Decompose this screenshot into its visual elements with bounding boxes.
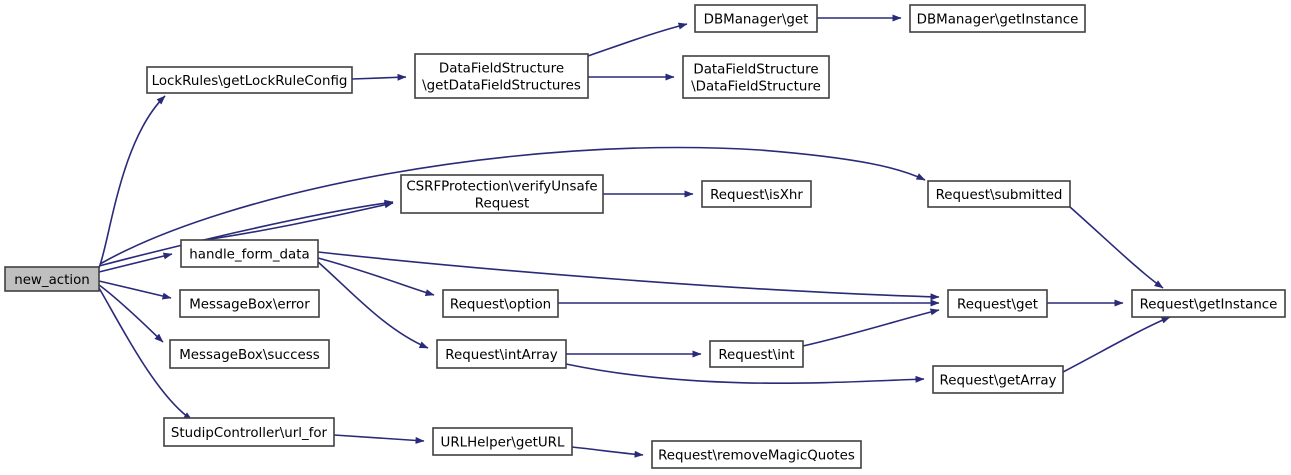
node-msgbox_error[interactable]: MessageBox\error [179, 289, 320, 318]
node-label-req_intarray: Request\intArray [445, 348, 558, 363]
edge-req_intarray-to-req_getarray [565, 363, 925, 385]
node-label-csrf: Request [475, 197, 529, 212]
node-box-dbmanager_inst[interactable] [909, 4, 1086, 33]
node-label-studip_url_for: StudipController\url_for [171, 426, 328, 441]
node-req_getinstance[interactable]: Request\getInstance [1131, 289, 1286, 318]
node-box-studip_url_for[interactable] [163, 417, 335, 447]
node-new_action[interactable]: new_action [4, 266, 100, 292]
edge-req_int-to-req_get [802, 308, 940, 347]
node-box-msgbox_success[interactable] [169, 339, 330, 369]
node-box-req_isxhr[interactable] [701, 180, 812, 208]
node-req_get[interactable]: Request\get [947, 289, 1048, 318]
edge-new_action-to-csrf [98, 199, 394, 267]
node-box-req_getarray[interactable] [932, 365, 1064, 394]
node-box-urlhelper_geturl[interactable] [432, 427, 573, 456]
node-label-csrf: CSRFProtection\verifyUnsafe [406, 180, 597, 195]
node-box-req_submitted[interactable] [927, 180, 1071, 208]
node-dbmanager_get[interactable]: DBManager\get [694, 4, 818, 33]
node-label-req_removemagic: Request\removeMagicQuotes [658, 449, 855, 464]
node-msgbox_success[interactable]: MessageBox\success [169, 339, 330, 369]
node-box-req_getinstance[interactable] [1131, 289, 1286, 318]
node-label-msgbox_error: MessageBox\error [189, 298, 310, 313]
node-urlhelper_geturl[interactable]: URLHelper\getURL [432, 427, 573, 456]
node-box-dfs_get[interactable] [414, 53, 589, 99]
node-box-req_int[interactable] [709, 340, 804, 368]
node-box-handle_form_data[interactable] [180, 239, 319, 268]
node-box-dfs_ctor[interactable] [682, 55, 830, 99]
edge-new_action-to-msgbox_error [98, 280, 172, 300]
edge-new_action-to-studip_url_for [98, 287, 193, 421]
node-req_intarray[interactable]: Request\intArray [436, 339, 567, 369]
node-label-lockrules: LockRules\getLockRuleConfig [152, 74, 348, 89]
node-label-req_isxhr: Request\isXhr [710, 188, 803, 203]
node-dbmanager_inst[interactable]: DBManager\getInstance [909, 4, 1086, 33]
edge-handle_form_data-to-req_intarray [317, 261, 429, 349]
node-box-new_action[interactable] [4, 266, 100, 292]
node-label-dfs_ctor: \DataFieldStructure [691, 80, 821, 95]
edge-req_getarray-to-req_getinstance [1062, 316, 1171, 373]
node-box-msgbox_error[interactable] [179, 289, 320, 318]
node-box-req_removemagic[interactable] [651, 440, 862, 469]
node-dfs_ctor[interactable]: DataFieldStructure \DataFieldStructure [682, 55, 830, 99]
edge-dfs_get-to-dbmanager_get [587, 22, 688, 57]
edge-req_submitted-to-req_getinstance [1069, 206, 1164, 289]
edge-handle_form_data-to-req_option [317, 257, 435, 296]
node-label-new_action: new_action [14, 273, 90, 288]
node-box-csrf[interactable] [400, 174, 604, 214]
nodes-layer: new_action LockRules\getLockRuleConfig Dat… [4, 4, 1286, 469]
edge-new_action-to-msgbox_success [98, 284, 164, 343]
node-label-req_option: Request\option [450, 298, 551, 313]
node-req_getarray[interactable]: Request\getArray [932, 365, 1064, 394]
node-req_option[interactable]: Request\option [442, 289, 559, 318]
node-studip_url_for[interactable]: StudipController\url_for [163, 417, 335, 447]
edge-new_action-to-req_submitted [99, 146, 926, 265]
node-label-req_getinstance: Request\getInstance [1140, 298, 1278, 313]
edge-lockrules-to-dfs_get [351, 73, 407, 81]
node-box-req_intarray[interactable] [436, 339, 567, 369]
node-lockrules[interactable]: LockRules\getLockRuleConfig [146, 66, 353, 94]
node-label-dfs_ctor: DataFieldStructure [693, 63, 818, 78]
node-box-req_option[interactable] [442, 289, 559, 318]
node-label-dfs_get: DataFieldStructure [439, 62, 564, 77]
node-label-req_getarray: Request\getArray [940, 374, 1057, 389]
node-label-msgbox_success: MessageBox\success [179, 348, 319, 363]
node-label-handle_form_data: handle_form_data [189, 248, 309, 263]
node-box-lockrules[interactable] [146, 66, 353, 94]
node-label-urlhelper_geturl: URLHelper\getURL [441, 436, 565, 451]
node-handle_form_data[interactable]: handle_form_data [180, 239, 319, 268]
node-box-dbmanager_get[interactable] [694, 4, 818, 33]
node-label-dbmanager_inst: DBManager\getInstance [917, 13, 1079, 28]
edge-studip_url_for-to-urlhelper_geturl [333, 434, 425, 444]
node-req_submitted[interactable]: Request\submitted [927, 180, 1071, 208]
edge-new_action-to-lockrules [98, 95, 166, 269]
edges-layer [98, 14, 1171, 458]
edge-handle_form_data-to-req_get [317, 251, 940, 301]
node-label-req_get: Request\get [957, 298, 1038, 313]
node-label-req_submitted: Request\submitted [936, 188, 1063, 203]
node-box-req_get[interactable] [947, 289, 1048, 318]
node-req_isxhr[interactable]: Request\isXhr [701, 180, 812, 208]
edge-urlhelper_geturl-to-req_removemagic [571, 446, 644, 458]
node-req_int[interactable]: Request\int [709, 340, 804, 368]
node-dfs_get[interactable]: DataFieldStructure \getDataFieldStructure… [414, 53, 589, 99]
node-label-dbmanager_get: DBManager\get [704, 13, 809, 28]
edge-new_action-to-handle_form_data [98, 252, 173, 273]
node-req_removemagic[interactable]: Request\removeMagicQuotes [651, 440, 862, 469]
node-label-dfs_get: \getDataFieldStructures [422, 79, 581, 94]
node-label-req_int: Request\int [718, 348, 794, 363]
